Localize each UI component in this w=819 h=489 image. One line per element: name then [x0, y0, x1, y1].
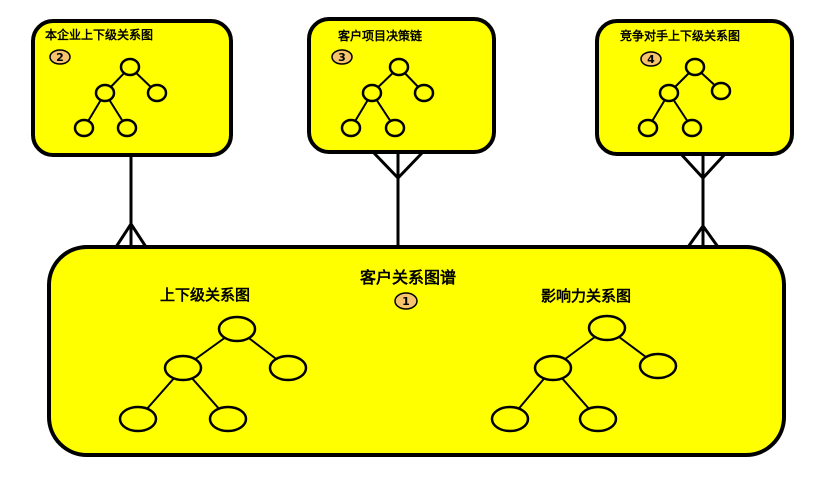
tree-node [73, 118, 95, 138]
tree-node [388, 57, 410, 77]
tree-node [384, 118, 406, 138]
connector-box4-to-main [678, 151, 728, 248]
badge-3-label: 3 [338, 51, 346, 64]
badge-1-label: 1 [402, 295, 410, 308]
tree-node [268, 354, 308, 382]
tree-node [533, 354, 573, 382]
badge-3 [331, 49, 353, 65]
box4-title: 竞争对手上下级关系图 [620, 28, 740, 43]
tree-node [658, 83, 680, 103]
hierarchy-label: 上下级关系图 [160, 286, 250, 304]
badge-4-label: 4 [647, 53, 655, 66]
tree-node [413, 83, 435, 103]
tree-diagram-influence [490, 314, 678, 433]
box-own-enterprise-hierarchy: 本企业上下级关系图 2 [31, 19, 233, 157]
tree-node [217, 315, 257, 343]
connector-box3-to-main [371, 150, 425, 247]
tree-node [587, 314, 627, 342]
tree-node [208, 405, 248, 433]
box-client-project-decision-chain: 客户项目决策链 3 [307, 17, 496, 154]
tree-node [163, 354, 203, 382]
tree-node [340, 118, 362, 138]
badge-4 [640, 51, 662, 67]
tree-node [578, 405, 618, 433]
tree-node [710, 81, 732, 101]
tree-node [638, 352, 678, 380]
tree-node [684, 57, 706, 77]
tree-diagram-box4 [637, 57, 732, 138]
tree-diagram-box3 [340, 57, 435, 138]
box2-title: 本企业上下级关系图 [45, 27, 153, 42]
connector-box2-to-main [114, 155, 148, 248]
tree-node [94, 83, 116, 103]
tree-node [119, 57, 141, 77]
badge-2 [49, 49, 71, 65]
tree-node [681, 118, 703, 138]
tree-node [146, 83, 168, 103]
box3-title: 客户项目决策链 [337, 28, 423, 43]
tree-node [637, 118, 659, 138]
tree-diagram-box2 [73, 57, 168, 138]
influence-label: 影响力关系图 [541, 287, 631, 305]
tree-node [361, 83, 383, 103]
tree-diagram-hierarchy [118, 315, 308, 433]
tree-node [490, 405, 530, 433]
box-client-relationship-map: 客户关系图谱 1 上下级关系图 影响力关系图 [47, 245, 786, 457]
badge-1 [394, 292, 418, 310]
main-title: 客户关系图谱 [360, 268, 456, 287]
box-competitor-hierarchy: 竞争对手上下级关系图 4 [595, 19, 794, 156]
badge-2-label: 2 [56, 51, 64, 64]
tree-node [116, 118, 138, 138]
tree-node [118, 405, 158, 433]
